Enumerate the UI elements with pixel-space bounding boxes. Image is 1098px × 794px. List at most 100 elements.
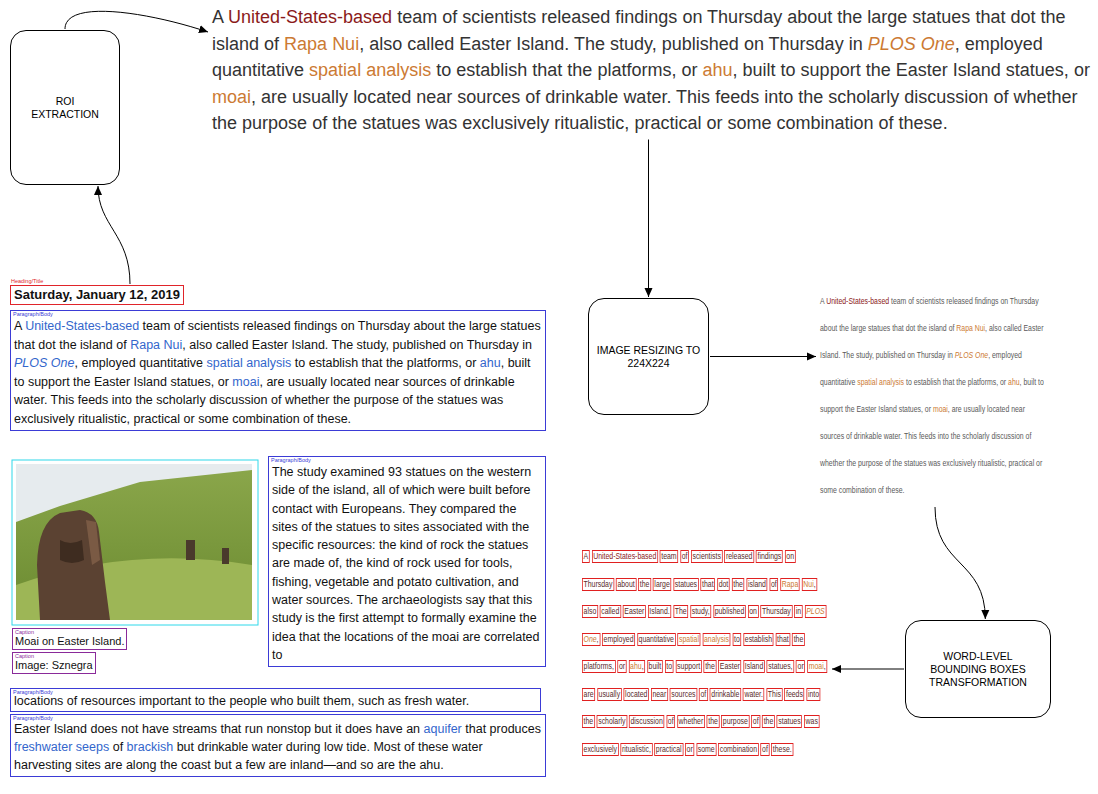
word-box: PLOS bbox=[805, 605, 827, 618]
link-word: ahu bbox=[1008, 377, 1020, 387]
moai-nose bbox=[86, 520, 100, 565]
link-word: moai bbox=[232, 375, 259, 389]
word-box: platforms, bbox=[582, 660, 615, 673]
word-box: quantitative bbox=[637, 633, 675, 646]
link-word: moai bbox=[809, 661, 824, 671]
word-box: findings bbox=[756, 550, 783, 563]
link-word: ahu bbox=[480, 356, 501, 370]
region-label: Caption bbox=[15, 653, 34, 659]
word-box: purpose bbox=[721, 715, 749, 728]
paragraph-box: Paragraph/Bodylocations of resources imp… bbox=[10, 688, 541, 712]
word-box: near bbox=[651, 688, 668, 701]
region-label: Paragraph/Body bbox=[13, 311, 53, 317]
word-box: Thursday bbox=[582, 578, 614, 591]
word-box: support bbox=[676, 660, 702, 673]
word-box: The bbox=[673, 605, 688, 618]
link-word: seeps bbox=[76, 740, 109, 754]
paragraph-box: Paragraph/BodyA United-States-based team… bbox=[10, 310, 546, 431]
word-box: of bbox=[769, 578, 778, 591]
moai-statue bbox=[37, 510, 110, 620]
link-word: Nui bbox=[164, 338, 183, 352]
link-word: analysis bbox=[246, 356, 291, 370]
word-box: Island. bbox=[648, 605, 671, 618]
link-word: spatial bbox=[679, 634, 699, 644]
link-word: PLOS bbox=[868, 34, 916, 54]
link-word: ahu bbox=[702, 60, 732, 80]
word-box: United-States-based bbox=[592, 550, 658, 563]
word-box: spatial bbox=[677, 633, 700, 646]
link-word: analysis bbox=[704, 634, 729, 644]
link-word: analysis bbox=[366, 60, 431, 80]
flow-arrow bbox=[935, 507, 985, 619]
paragraph-box: Paragraph/BodyEaster Island does not hav… bbox=[10, 714, 546, 777]
distant-moai bbox=[222, 548, 229, 564]
flow-arrow bbox=[98, 186, 130, 284]
word-box: to bbox=[732, 633, 741, 646]
extracted-text: A United-States-based team of scientists… bbox=[212, 4, 1094, 137]
word-box: analysis bbox=[702, 633, 730, 646]
link-word: PLOS bbox=[806, 606, 824, 616]
word-box: sources bbox=[670, 688, 697, 701]
word-box: Easter bbox=[718, 660, 741, 673]
word-box: large bbox=[653, 578, 671, 591]
word-box: This bbox=[766, 688, 782, 701]
word-box: Island bbox=[743, 660, 765, 673]
region-label: Caption bbox=[15, 629, 34, 635]
word-box: into bbox=[806, 688, 820, 701]
word-box: located bbox=[624, 688, 649, 701]
word-box: exclusively bbox=[582, 743, 619, 756]
link-word: United-States-based bbox=[228, 7, 392, 27]
word-box: moai, bbox=[807, 660, 827, 673]
link-word: moai bbox=[212, 87, 251, 107]
link-word: Nui bbox=[975, 323, 985, 333]
word-box: study, bbox=[690, 605, 711, 618]
body-text: Saturday, January 12, 2019 bbox=[14, 287, 180, 303]
caption-box: CaptionMoai on Easter Island. bbox=[12, 628, 127, 650]
word-box: ahu, bbox=[629, 660, 646, 673]
process-box: ROI EXTRACTION bbox=[10, 30, 120, 185]
link-word: One bbox=[51, 356, 75, 370]
word-box: A bbox=[582, 550, 590, 563]
word-box: of bbox=[699, 688, 708, 701]
box-label: ROI EXTRACTION bbox=[25, 95, 105, 121]
body-text: Easter Island does not have streams that… bbox=[14, 720, 542, 774]
link-word: moai bbox=[933, 404, 948, 414]
word-box: island bbox=[746, 578, 767, 591]
word-box: the bbox=[762, 715, 775, 728]
flow-arrow bbox=[832, 669, 904, 670]
flow-arrow bbox=[648, 140, 649, 298]
caption-box: CaptionImage: Sznegra bbox=[12, 652, 96, 674]
link-word: One bbox=[921, 34, 955, 54]
box-label: IMAGE RESIZING TO 224X224 bbox=[596, 344, 701, 370]
body-text: A United-States-based team of scientists… bbox=[14, 317, 542, 428]
photo-hill bbox=[16, 470, 252, 620]
word-box-text: A United-States-based team of scientists… bbox=[582, 543, 828, 763]
body-text: Moai on Easter Island. bbox=[15, 635, 124, 648]
word-box: called bbox=[600, 605, 621, 618]
paragraph-box: Paragraph/BodyThe study examined 93 stat… bbox=[268, 456, 546, 667]
word-box: also bbox=[582, 605, 598, 618]
word-box: whether bbox=[677, 715, 705, 728]
word-box: the bbox=[707, 715, 720, 728]
word-box: was bbox=[804, 715, 819, 728]
link-word: One bbox=[975, 350, 988, 360]
word-box: released bbox=[724, 550, 754, 563]
link-word: analysis bbox=[879, 377, 904, 387]
region-label: Paragraph/Body bbox=[13, 715, 53, 721]
word-box: of bbox=[666, 715, 675, 728]
word-box: or bbox=[796, 660, 805, 673]
word-box: some bbox=[696, 743, 716, 756]
region-label: Paragraph/Body bbox=[271, 457, 311, 463]
body-text: locations of resources important to the … bbox=[14, 693, 537, 709]
link-word: One bbox=[584, 634, 597, 644]
link-word: United-States-based bbox=[826, 296, 889, 306]
word-box: of bbox=[680, 550, 689, 563]
word-box: usually bbox=[597, 688, 622, 701]
word-box: statues bbox=[777, 715, 802, 728]
photo-sky bbox=[16, 464, 252, 620]
word-box: Easter bbox=[623, 605, 646, 618]
word-box: combination bbox=[718, 743, 758, 756]
word-box: on bbox=[785, 550, 796, 563]
link-word: Nui bbox=[332, 34, 359, 54]
link-word: ahu bbox=[630, 661, 642, 671]
